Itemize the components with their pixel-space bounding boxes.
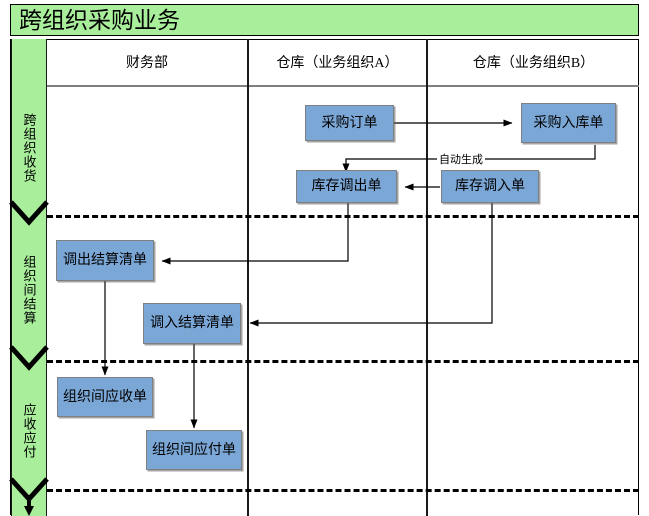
lane-header-warehouse-b: 仓库（业务组织B） [472,56,595,71]
node-transfer-in-settlement[interactable]: 调入结算清单 [143,303,241,344]
stage-label-receivable-payable: 应收应付 [21,403,37,459]
page-title: 跨组织采购业务 [19,8,180,33]
header-top-rule [47,39,639,40]
lane-divider-2 [426,39,428,516]
stage-label-inter-org-settlement: 组织间结算 [21,255,37,325]
node-inter-org-payable[interactable]: 组织间应付单 [146,430,242,470]
lane-header-finance: 财务部 [126,56,168,71]
node-transfer-out-settlement[interactable]: 调出结算清单 [56,240,154,281]
node-purchase-order[interactable]: 采购订单 [305,105,394,141]
diagram-title-bar: 跨组织采购业务 [10,4,639,36]
lane-header-warehouse-a: 仓库（业务组织A） [276,56,399,71]
lane-divider-1 [247,39,249,516]
stage-separator-1 [47,215,639,218]
stage-separator-3 [47,489,639,492]
node-stock-transfer-in[interactable]: 库存调入单 [441,170,539,203]
stage-separator-2 [47,360,639,363]
node-stock-transfer-out[interactable]: 库存调出单 [296,170,397,203]
edge-label-auto-generate: 自动生成 [437,151,485,167]
node-purchase-receipt[interactable]: 采购入库单 [521,103,616,143]
swimlane-frame [10,39,639,515]
stage-label-cross-org-receipt: 跨组织收货 [21,112,37,183]
header-separator [47,85,639,87]
stage-column [11,39,47,516]
node-inter-org-receivable[interactable]: 组织间应收单 [57,377,153,417]
